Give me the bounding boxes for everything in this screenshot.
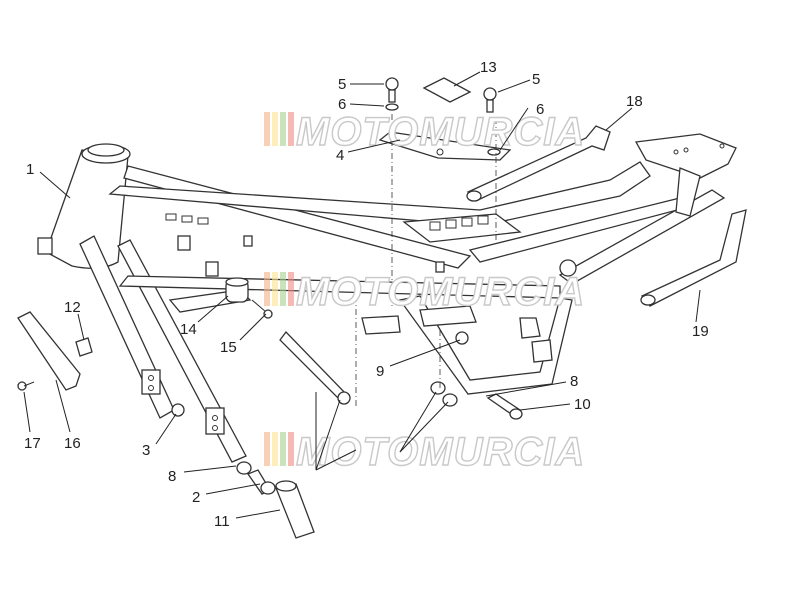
callout-6-left: 6 xyxy=(338,96,346,113)
callout-14: 14 xyxy=(180,321,197,338)
part-17-screw xyxy=(17,381,35,391)
assembly-lines xyxy=(355,114,497,406)
part-2-bolt xyxy=(246,469,276,495)
part-4-bracket xyxy=(378,131,512,161)
part-12-clip xyxy=(75,337,93,357)
part-9-nut xyxy=(455,331,469,345)
callout-19: 19 xyxy=(692,323,709,340)
leader-lines xyxy=(23,71,701,519)
callout-5-left: 5 xyxy=(338,76,346,93)
callout-1: 1 xyxy=(26,161,34,178)
callout-10: 10 xyxy=(574,396,591,413)
callout-8-right: 8 xyxy=(570,373,578,390)
callout-labels: 1 5 6 4 13 5 6 18 12 17 16 14 15 9 3 8 2… xyxy=(24,59,709,530)
watermark-stripe xyxy=(264,432,270,466)
callout-18: 18 xyxy=(626,93,643,110)
watermark-text: MOTOMURCIA xyxy=(296,110,585,154)
watermark-stripe xyxy=(288,432,294,466)
watermark-stripe xyxy=(272,272,278,306)
callout-6-right: 6 xyxy=(536,101,544,118)
part-6-washers xyxy=(385,103,501,156)
watermark-stripe xyxy=(288,112,294,146)
watermark-text: MOTOMURCIA xyxy=(296,270,585,314)
callout-12: 12 xyxy=(64,299,81,316)
watermark-bottom: MOTOMURCIA xyxy=(264,429,585,475)
callout-15: 15 xyxy=(220,339,237,356)
part-11-spacer xyxy=(275,480,315,539)
watermark-middle: MOTOMURCIA xyxy=(264,269,585,315)
part-3-nut xyxy=(171,403,185,417)
callout-5-right: 5 xyxy=(532,71,540,88)
part-19-stay xyxy=(640,209,747,307)
callout-3: 3 xyxy=(142,442,150,459)
watermark-text: MOTOMURCIA xyxy=(296,430,585,474)
watermark-stripe xyxy=(272,112,278,146)
watermark-stripe xyxy=(264,112,270,146)
callout-11: 11 xyxy=(214,513,230,530)
callout-9: 9 xyxy=(376,363,384,380)
part-5-screws xyxy=(385,77,497,113)
part-14-damper xyxy=(225,277,249,303)
callout-13: 13 xyxy=(480,59,497,76)
watermark-stripe xyxy=(280,432,286,466)
watermark-top: MOTOMURCIA xyxy=(264,109,585,155)
watermark-stripe xyxy=(288,272,294,306)
callout-17: 17 xyxy=(24,435,41,452)
part-10-bolt xyxy=(486,393,523,420)
parts-8-washers xyxy=(236,381,458,475)
watermark-stripe xyxy=(272,432,278,466)
part-18-stay xyxy=(466,125,611,202)
part-long-bolt xyxy=(279,331,351,405)
watermark-stripe xyxy=(280,112,286,146)
watermark-stripe xyxy=(280,272,286,306)
callout-4: 4 xyxy=(336,147,344,164)
callout-8-left: 8 xyxy=(168,468,176,485)
part-15-bolt xyxy=(251,299,273,319)
part-13-pad xyxy=(422,77,472,103)
callout-16: 16 xyxy=(64,435,81,452)
main-frame xyxy=(37,133,737,463)
watermark-stripe xyxy=(264,272,270,306)
part-16-cover xyxy=(17,311,81,391)
callout-2: 2 xyxy=(192,489,200,506)
